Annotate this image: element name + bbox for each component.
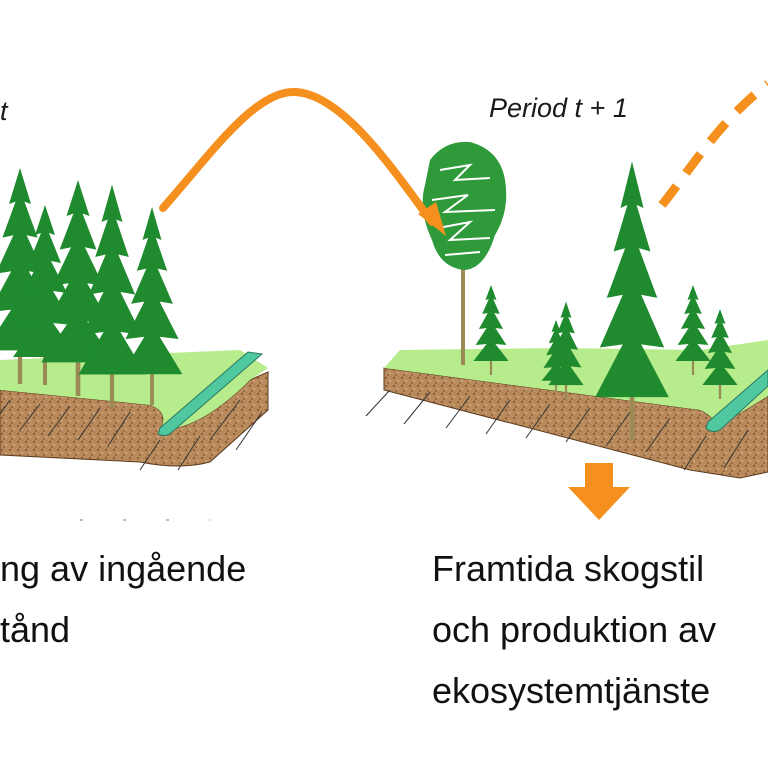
period-label-left: t xyxy=(0,96,8,126)
caption-left-line-1: ng av ingående xyxy=(0,548,247,589)
caption-right-line-2: och produktion av xyxy=(432,609,717,650)
caption-right-line-3: ekosystemtjänste xyxy=(432,670,711,711)
period-arrow xyxy=(159,87,446,236)
period-label-right: Period t + 1 xyxy=(489,93,628,123)
left-hatching xyxy=(0,399,263,471)
right-hatching xyxy=(365,389,749,471)
down-arrow-icon xyxy=(568,463,630,520)
left-grass xyxy=(0,350,268,430)
caption-left-line-2: tånd xyxy=(0,609,71,650)
caption-right-line-1: Framtida skogstil xyxy=(432,548,705,589)
right-trees xyxy=(422,141,738,441)
right-landscape xyxy=(365,141,768,479)
left-stream xyxy=(157,351,264,437)
deciduous-tree xyxy=(422,141,507,365)
right-stream xyxy=(705,369,768,433)
left-landscape xyxy=(0,168,269,521)
caption-right: Framtida skogstil och produktion av ekos… xyxy=(432,538,716,721)
caption-left: ng av ingående tånd xyxy=(0,538,246,660)
next-period-arrow-dashed xyxy=(658,80,768,208)
